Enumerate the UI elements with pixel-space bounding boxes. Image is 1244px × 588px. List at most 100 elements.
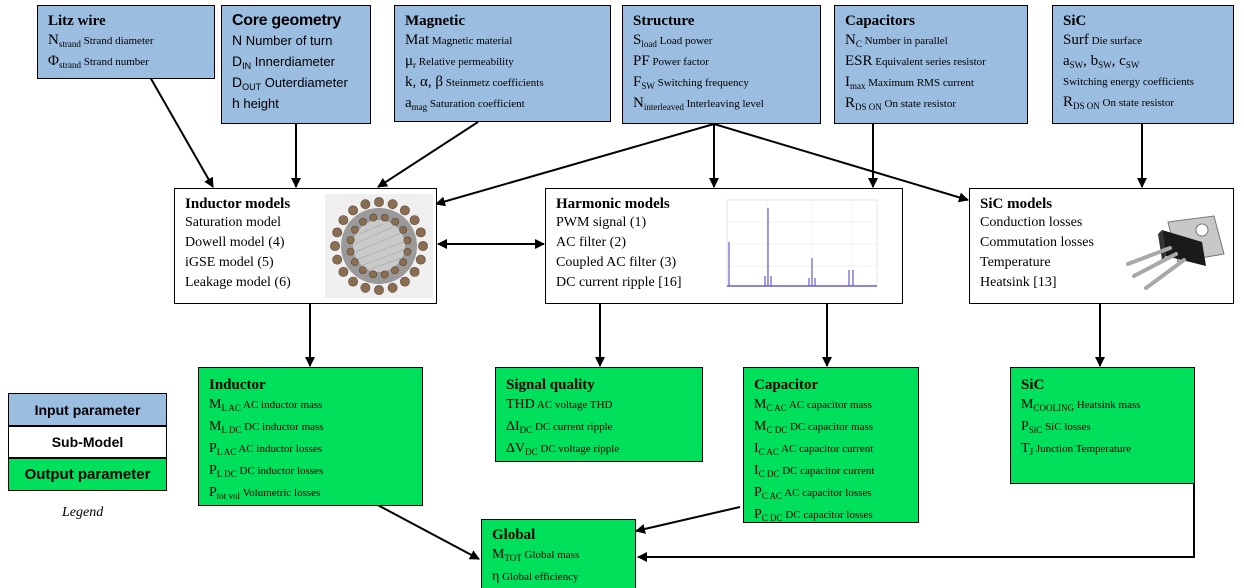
param-description: AC capacitor losses [782,487,872,499]
strand-dot [399,258,407,267]
arrow-structure-to-inductor-models [435,123,715,207]
param-description: Saturation coefficient [427,98,525,110]
param-row: MTOT Global mass [492,544,625,566]
param-subscript: J [1029,447,1034,457]
param-symbol: R [1063,94,1074,110]
strand-dot [403,236,412,245]
param-description: Heatsink mass [1073,399,1141,411]
param-row: NC Number in parallel [845,30,1017,51]
arrow-structure-to-sic-models [713,123,969,203]
param-symbol: h [232,95,240,111]
param-description: Strand diameter [80,35,154,47]
model-list: PWM signal (1)AC filter (2)Coupled AC fi… [556,213,892,293]
strand-dot [346,247,355,256]
box-title: Inductor [209,377,266,393]
strand-dot [415,227,426,238]
param-subscript: C DC [766,425,788,435]
legend-input-parameter: Input parameter [8,393,167,426]
param-description: AC voltage THD [534,399,613,411]
param-row: Nstrand Strand diameter [48,30,204,51]
param-symbol: R [845,95,856,111]
param-symbol: M [1021,397,1034,412]
strand-dot [415,254,426,265]
strand-dot [360,199,371,210]
param-row: DIN Innerdiameter [232,51,360,72]
param-subscript: interleaved [643,102,684,112]
model-item: Dowell model (4) [185,235,285,250]
strand-dot [391,217,400,226]
legend-output-label: Output parameter [24,466,151,483]
strand-dot [380,270,389,279]
param-symbol: k, α, β [405,74,443,90]
param-row: MCOOLING Heatsink mass [1021,394,1184,416]
param-symbol: I [754,463,759,478]
param-symbol: aSW, bSW, cSW [1063,53,1140,70]
param-subscript: COOLING [1033,403,1074,413]
strand-dot [391,266,399,275]
param-symbol: N [48,32,59,48]
param-subscript: tot vol [216,491,241,501]
param-subscript: C [855,39,862,49]
param-symbol: I [754,441,759,456]
param-symbol: N [845,32,856,48]
param-symbol: M [209,397,222,412]
param-symbol: μ [405,53,414,69]
param-description: DC capacitor mass [787,421,874,433]
harmonic-models-box: Harmonic models PWM signal (1)AC filter … [545,188,903,304]
model-item: Temperature [980,255,1051,270]
param-row: amag Saturation coefficient [405,93,600,114]
param-row: FSW Switching frequency [633,72,810,93]
param-row: MC AC AC capacitor mass [754,394,908,416]
param-row: PL DC DC inductor losses [209,460,412,482]
strand-dot [369,270,378,279]
strand-dot [399,226,408,234]
sic-transistor-image [1126,215,1225,290]
arrow-litz-to-inductor-models [149,76,214,188]
param-description: Relative permeability [416,56,514,68]
param-subscript: mag [411,102,428,112]
param-description: AC inductor mass [240,399,323,411]
param-description: height [239,96,279,111]
param-row: η Global efficiency [492,566,625,588]
param-symbol: S [633,32,642,48]
param-description: DC capacitor losses [782,509,873,521]
param-description: Junction Temperature [1033,443,1132,455]
param-subscript: C AC [758,447,779,457]
param-row: PL AC AC inductor losses [209,438,412,460]
model-item: Conduction losses [980,215,1083,230]
param-description: Strand number [80,56,149,68]
model-item: Saturation model [185,215,282,230]
strand-dot [409,215,420,225]
param-description: Load power [656,35,713,47]
param-row: Φstrand Strand number [48,51,204,72]
param-subscript: max [850,81,866,91]
strand-dot [387,282,398,293]
strand-dots [330,197,428,295]
param-description: DC voltage ripple [537,443,620,455]
arrow-sic-to-global [637,484,1195,562]
param-description: DC capacitor current [779,465,875,477]
strand-dot [400,205,410,216]
param-subscript: SiC [1028,425,1043,435]
box-title: SiC [1021,377,1045,393]
box-title: Capacitors [845,13,915,29]
param-symbol: M [492,547,505,562]
strand-dot [350,258,359,266]
param-row: IC DC DC capacitor current [754,460,908,482]
param-subscript: L DC [221,425,242,435]
param-subscript: DC [519,425,533,435]
model-item: AC filter (2) [556,235,626,250]
param-row: THD AC voltage THD [506,394,692,416]
param-row: ML AC AC inductor mass [209,394,412,416]
